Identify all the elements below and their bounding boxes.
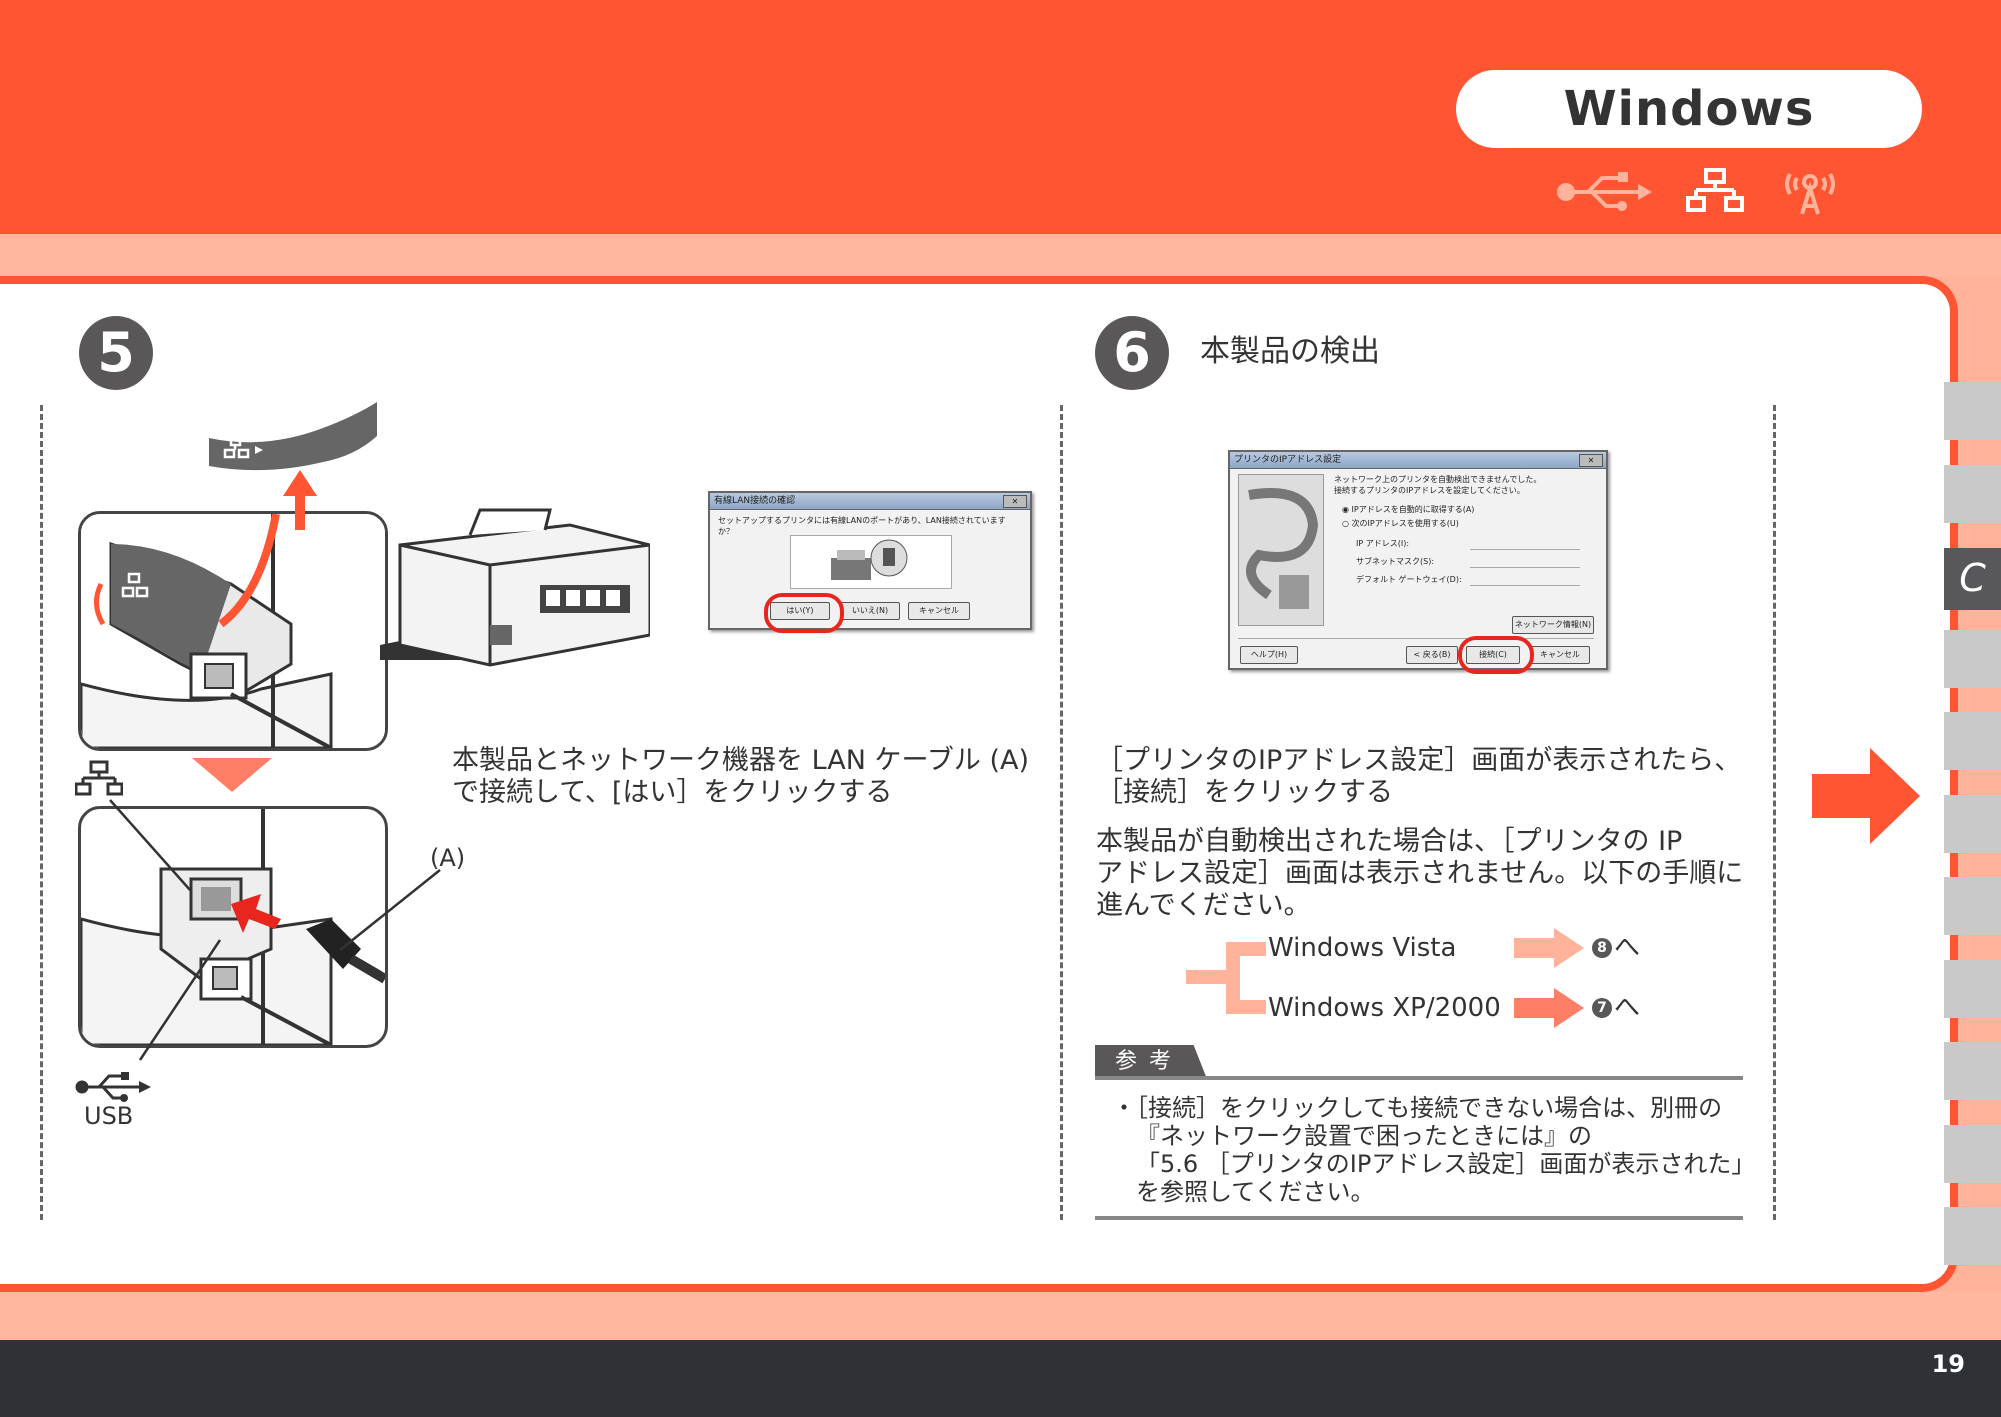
reference-line: ・［接続］をクリックしても接続できない場合は、別冊の [1112,1094,1723,1122]
lan-port-cap-illustration [209,402,377,471]
dialog-message: セットアップするプリンタには有線LANのポートがあり、LAN接続されていますか？ [718,516,1006,536]
side-tab[interactable] [1944,795,2001,853]
dialog-title: プリンタのIPアドレス設定✕ [1230,452,1606,469]
instruction-line: ［接続］をクリックする [1096,777,1393,808]
no-button[interactable]: いいえ(N) [840,602,900,620]
option-label: IPアドレスを自動的に取得する(A) [1351,505,1475,514]
dialog-image [790,535,952,589]
branch-xp-label: Windows XP/2000 [1268,993,1501,1023]
page-number: 19 [1931,1350,1965,1378]
dialog-separator [1238,638,1594,639]
branch-vista-arrow-icon [1514,928,1584,968]
default-gateway-field[interactable] [1470,574,1580,586]
instruction-line: 本製品とネットワーク機器を LAN ケーブル (A) [452,745,1029,776]
close-icon[interactable]: ✕ [1003,495,1027,508]
remove-arrow-icon [283,470,317,530]
side-tab[interactable] [1944,630,2001,688]
reference-line: 「5.6 ［プリンタのIPアドレス設定］画面が表示された」 [1136,1150,1756,1178]
default-gateway-label: デフォルト ゲートウェイ(D): [1356,575,1462,584]
reference-top-rule [1095,1076,1743,1080]
connect-button[interactable]: 接続(C) [1466,646,1520,664]
branch-vista-label: Windows Vista [1268,933,1457,963]
step-5-badge: 5 [79,316,153,390]
ip-address-label: IP アドレス(I): [1356,539,1410,548]
step-ref-7-icon: 7 [1592,998,1612,1018]
dialog-title: 有線LAN接続の確認✕ [710,493,1030,510]
side-tab[interactable] [1944,465,2001,523]
yes-button[interactable]: はい(Y) [770,602,830,620]
lan-cap-photo [78,511,388,751]
footer-stripe [0,1292,2001,1340]
network-info-button[interactable]: ネットワーク情報(N) [1512,616,1594,634]
side-tab[interactable] [1944,382,2001,440]
footer-band [0,1340,2001,1417]
note-line: アドレス設定］画面は表示されません。以下の手順に [1096,858,1744,889]
side-tab[interactable] [1944,1207,2001,1265]
printer-illustration [380,508,650,667]
option-label: 次のIPアドレスを使用する(U) [1351,519,1459,528]
close-icon[interactable]: ✕ [1579,454,1603,467]
reference-label: 参考 [1095,1045,1207,1079]
ip-address-dialog: プリンタのIPアドレス設定✕ ネットワーク上のプリンタを自動検出できませんでした… [1228,450,1608,670]
wireless-icon [1785,172,1835,215]
cable-label: (A) [430,844,466,872]
ip-address-field[interactable] [1470,538,1580,550]
highlight-connect-button [1458,636,1534,674]
branch-xp-target: へ [1614,993,1641,1023]
column-divider [1773,405,1776,1220]
cancel-button[interactable]: キャンセル [1530,646,1590,664]
subnet-mask-label: サブネットマスク(S): [1356,557,1435,566]
reference-bottom-rule [1095,1216,1743,1220]
message-line: ネットワーク上のプリンタを自動検出できませんでした。 [1334,475,1542,484]
side-tab[interactable] [1944,712,2001,770]
instruction-line: で接続して、[はい］をクリックする [452,777,893,808]
dialog-graphic [1238,474,1324,626]
column-divider [40,405,43,1220]
usb-icon [1557,172,1652,211]
highlight-yes-button [764,593,844,633]
next-page-arrow-icon[interactable] [1812,748,1920,844]
ip-option-auto[interactable]: ◉ IPアドレスを自動的に取得する(A) [1342,505,1475,514]
reference-line: を参照してください。 [1136,1178,1375,1206]
note-line: 進んでください。 [1096,890,1311,921]
lan-cable-photo [78,806,388,1048]
message-line: 接続するプリンタのIPアドレスを設定してください。 [1334,486,1525,495]
step-5-instruction: 本製品とネットワーク機器を LAN ケーブル (A) で接続して、[はい］をクリ… [452,745,1029,809]
usb-port-icon [75,1072,151,1102]
ip-option-manual[interactable]: ○ 次のIPアドレスを使用する(U) [1342,519,1459,528]
side-tab[interactable] [1944,1125,2001,1183]
reference-text: ・［接続］をクリックしても接続できない場合は、別冊の 『ネットワーク設置で困った… [1112,1094,1755,1206]
leader-lines [109,799,441,1061]
branch-xp-arrow-icon [1514,988,1584,1028]
network-port-icon [75,760,123,796]
back-button[interactable]: < 戻る(B) [1406,646,1458,664]
down-arrow-icon [192,758,272,792]
usb-label: USB [84,1102,134,1130]
subnet-mask-field[interactable] [1470,556,1580,568]
branch-vista-target: へ [1614,933,1641,963]
side-tab[interactable] [1944,1042,2001,1100]
os-label: Windows [1456,70,1922,148]
side-tab-active[interactable]: C [1944,548,2001,610]
step-6-note: 本製品が自動検出された場合は、［プリンタの IP アドレス設定］画面は表示されま… [1096,826,1743,922]
step-6-title: 本製品の検出 [1200,334,1380,369]
reference-line: 『ネットワーク設置で困ったときには』の [1136,1122,1592,1150]
column-divider [1060,405,1063,1220]
instruction-line: ［プリンタのIPアドレス設定］画面が表示されたら、 [1096,745,1742,776]
dialog-message: ネットワーク上のプリンタを自動検出できませんでした。 接続するプリンタのIPアド… [1334,474,1541,496]
header-stripe [0,234,2001,276]
step-6-instruction: ［プリンタのIPアドレス設定］画面が表示されたら、 ［接続］をクリックする [1096,745,1741,809]
side-tab[interactable] [1944,877,2001,935]
network-icon [1686,168,1744,212]
os-branch-connector [1186,942,1266,1014]
step-ref-8-icon: 8 [1592,938,1612,958]
note-line: 本製品が自動検出された場合は、［プリンタの IP [1096,826,1683,857]
side-tab[interactable] [1944,960,2001,1018]
cancel-button[interactable]: キャンセル [908,602,970,620]
lan-connection-dialog: 有線LAN接続の確認✕ セットアップするプリンタには有線LANのポートがあり、L… [708,491,1032,630]
help-button[interactable]: ヘルプ(H) [1240,646,1298,664]
step-6-badge: 6 [1095,316,1169,390]
